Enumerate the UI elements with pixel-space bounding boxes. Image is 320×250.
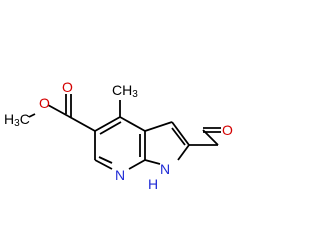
pyridine-nitrogen-label: N — [115, 167, 125, 183]
bond-methyl-ether-o — [28, 113, 36, 118]
pyrrole-hydrogen-label: H — [148, 176, 158, 192]
bond-c5-c4 — [94, 116, 121, 132]
bond-c7a-n7 — [128, 159, 146, 170]
bond-c4-c3a — [119, 116, 146, 132]
atom-label-layer: H3C O O CH3 O N N H — [4, 79, 233, 192]
methyl-ester-label: H3C — [4, 111, 30, 129]
ring-methyl-subscript: 3 — [132, 89, 138, 100]
bond-c2-n1 — [177, 144, 190, 161]
aldehyde-oxygen-label: O — [222, 122, 233, 138]
bond-c3-c2 — [171, 121, 190, 146]
bond-c3a-c3 — [144, 121, 173, 132]
ring-methyl-label: CH3 — [112, 82, 138, 100]
bond-carbonyl-c-ring-c5 — [67, 115, 96, 132]
bond-layer — [28, 94, 221, 170]
bond-c5-c4-inner — [99, 121, 122, 135]
bond-ether-o-carbonyl-c — [47, 104, 69, 117]
pyrrole-nitrogen-label: N — [160, 161, 170, 177]
carbonyl-oxygen-label: O — [62, 79, 73, 95]
molecule-structure: H3C O O CH3 O N N H — [4, 79, 233, 192]
bond-n7-c6 — [94, 159, 113, 170]
methyl-ester-carbon: C — [20, 111, 30, 127]
methyl-ester-subscript: 3 — [14, 118, 20, 129]
bond-n1-c7a — [144, 159, 161, 165]
bond-aldehyde-c-connector — [202, 129, 219, 146]
bond-n7-c6-inner — [98, 156, 113, 164]
ether-oxygen-label: O — [39, 95, 50, 111]
bond-c3-c2-inner — [171, 127, 186, 146]
